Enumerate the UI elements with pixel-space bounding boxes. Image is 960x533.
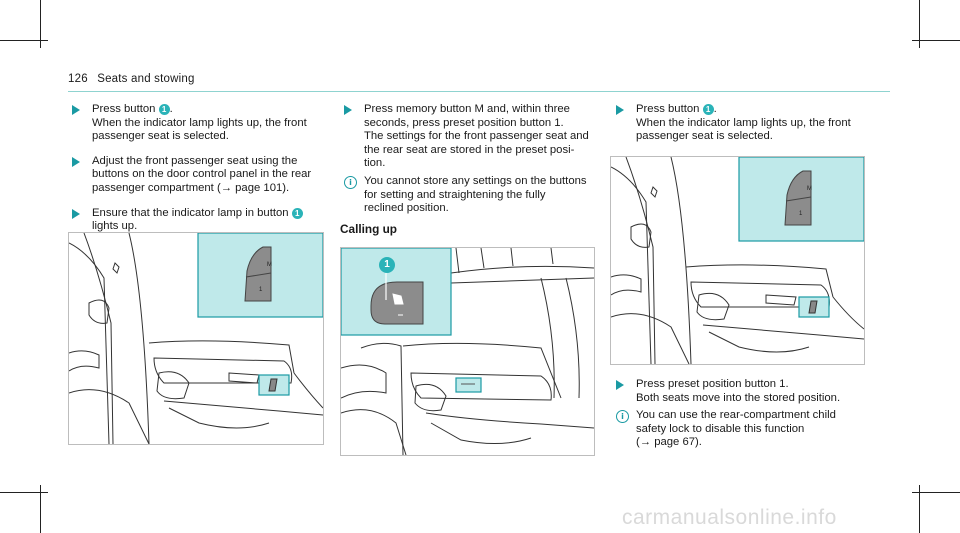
preset-button-illustration: 1 [340, 247, 595, 456]
crop-mark [0, 40, 48, 41]
watermark: carmanualsonline.info [622, 506, 837, 529]
info-icon: i [344, 175, 357, 189]
callout-badge: 1 [291, 207, 303, 219]
page-header: 126 Seats and stowing [68, 73, 195, 85]
step-text: Both seats move into the stored position… [636, 391, 841, 404]
section-title: Seats and stowing [97, 73, 195, 85]
callout-badge: 1 [158, 104, 170, 115]
step-text: tion. [364, 157, 386, 170]
step-arrow-icon [616, 380, 624, 390]
note: i You can use the rear-compartment child… [612, 409, 874, 450]
header-divider [68, 91, 890, 92]
column-2: Press memory button M and, within three … [340, 103, 602, 236]
step-text: seconds, press preset position button 1. [364, 116, 564, 129]
step-text: Press memory button M and, within three [364, 103, 570, 115]
step-text: lights up. [92, 220, 138, 233]
crop-mark [0, 492, 48, 493]
callout-badge: 1 [379, 257, 395, 273]
step-text: When the indicator lamp lights up, the f… [92, 116, 307, 129]
instruction-step: Ensure that the indicator lamp in button… [68, 207, 328, 234]
step-text: Press preset position button 1. [636, 378, 789, 390]
door-panel-illustration-2: M 1 [610, 156, 865, 365]
step-arrow-icon [72, 105, 80, 115]
door-panel-illustration: M 1 [68, 232, 324, 445]
instruction-step: Press button 1. When the indicator lamp … [612, 103, 874, 144]
callout-badge: 1 [702, 104, 714, 115]
step-arrow-icon [72, 156, 80, 167]
page-reference-link[interactable]: (→ page 67). [636, 436, 702, 449]
step-text: Ensure that the indicator lamp in button [92, 206, 289, 219]
crop-mark [919, 485, 920, 533]
crop-mark [919, 0, 920, 48]
note-text: You cannot store any settings on the but… [364, 174, 587, 187]
subheading: Calling up [340, 221, 398, 236]
instruction-step: Press button 1. When the indicator lamp … [68, 103, 328, 144]
step-arrow-icon [344, 105, 352, 115]
preset-button-label: 1 [799, 211, 803, 217]
step-text: the rear seat are stored in the preset p… [364, 143, 575, 156]
crop-mark [40, 485, 41, 533]
info-icon: i [616, 410, 629, 424]
memory-button-label: M [807, 186, 812, 192]
page-reference-link[interactable]: passenger compartment (→ page 101). [92, 181, 290, 194]
crop-mark [40, 0, 41, 48]
instruction-step: Press memory button M and, within three … [340, 103, 602, 171]
step-arrow-icon [616, 105, 624, 115]
column-1: Press button 1. When the indicator lamp … [68, 103, 328, 234]
step-text: When the indicator lamp lights up, the f… [636, 116, 851, 129]
column-3-lower: Press preset position button 1. Both sea… [612, 378, 874, 450]
note-text: safety lock to disable this function [636, 422, 805, 435]
instruction-step: Press preset position button 1. Both sea… [612, 378, 874, 405]
crop-mark [912, 40, 960, 41]
step-text: buttons on the door control panel in the… [92, 168, 312, 181]
step-arrow-icon [72, 208, 80, 219]
note-text: for setting and straightening the fully [364, 188, 546, 201]
step-text: passenger seat is selected. [636, 130, 773, 143]
column-3: Press button 1. When the indicator lamp … [612, 103, 874, 144]
preset-button-label: 1 [259, 287, 263, 293]
step-text: The settings for the front passenger sea… [364, 130, 589, 143]
note-text: You can use the rear-compartment child [636, 409, 836, 422]
memory-button-label: M [267, 262, 272, 268]
page-number: 126 [68, 73, 88, 85]
step-text: Adjust the front passenger seat using th… [92, 154, 298, 167]
note: i You cannot store any settings on the b… [340, 175, 602, 216]
step-text: passenger seat is selected. [92, 130, 229, 143]
step-text: Press button [636, 103, 700, 115]
crop-mark [912, 492, 960, 493]
note-text: reclined position. [364, 202, 449, 215]
instruction-step: Adjust the front passenger seat using th… [68, 155, 328, 196]
step-text: Press button [92, 103, 156, 115]
